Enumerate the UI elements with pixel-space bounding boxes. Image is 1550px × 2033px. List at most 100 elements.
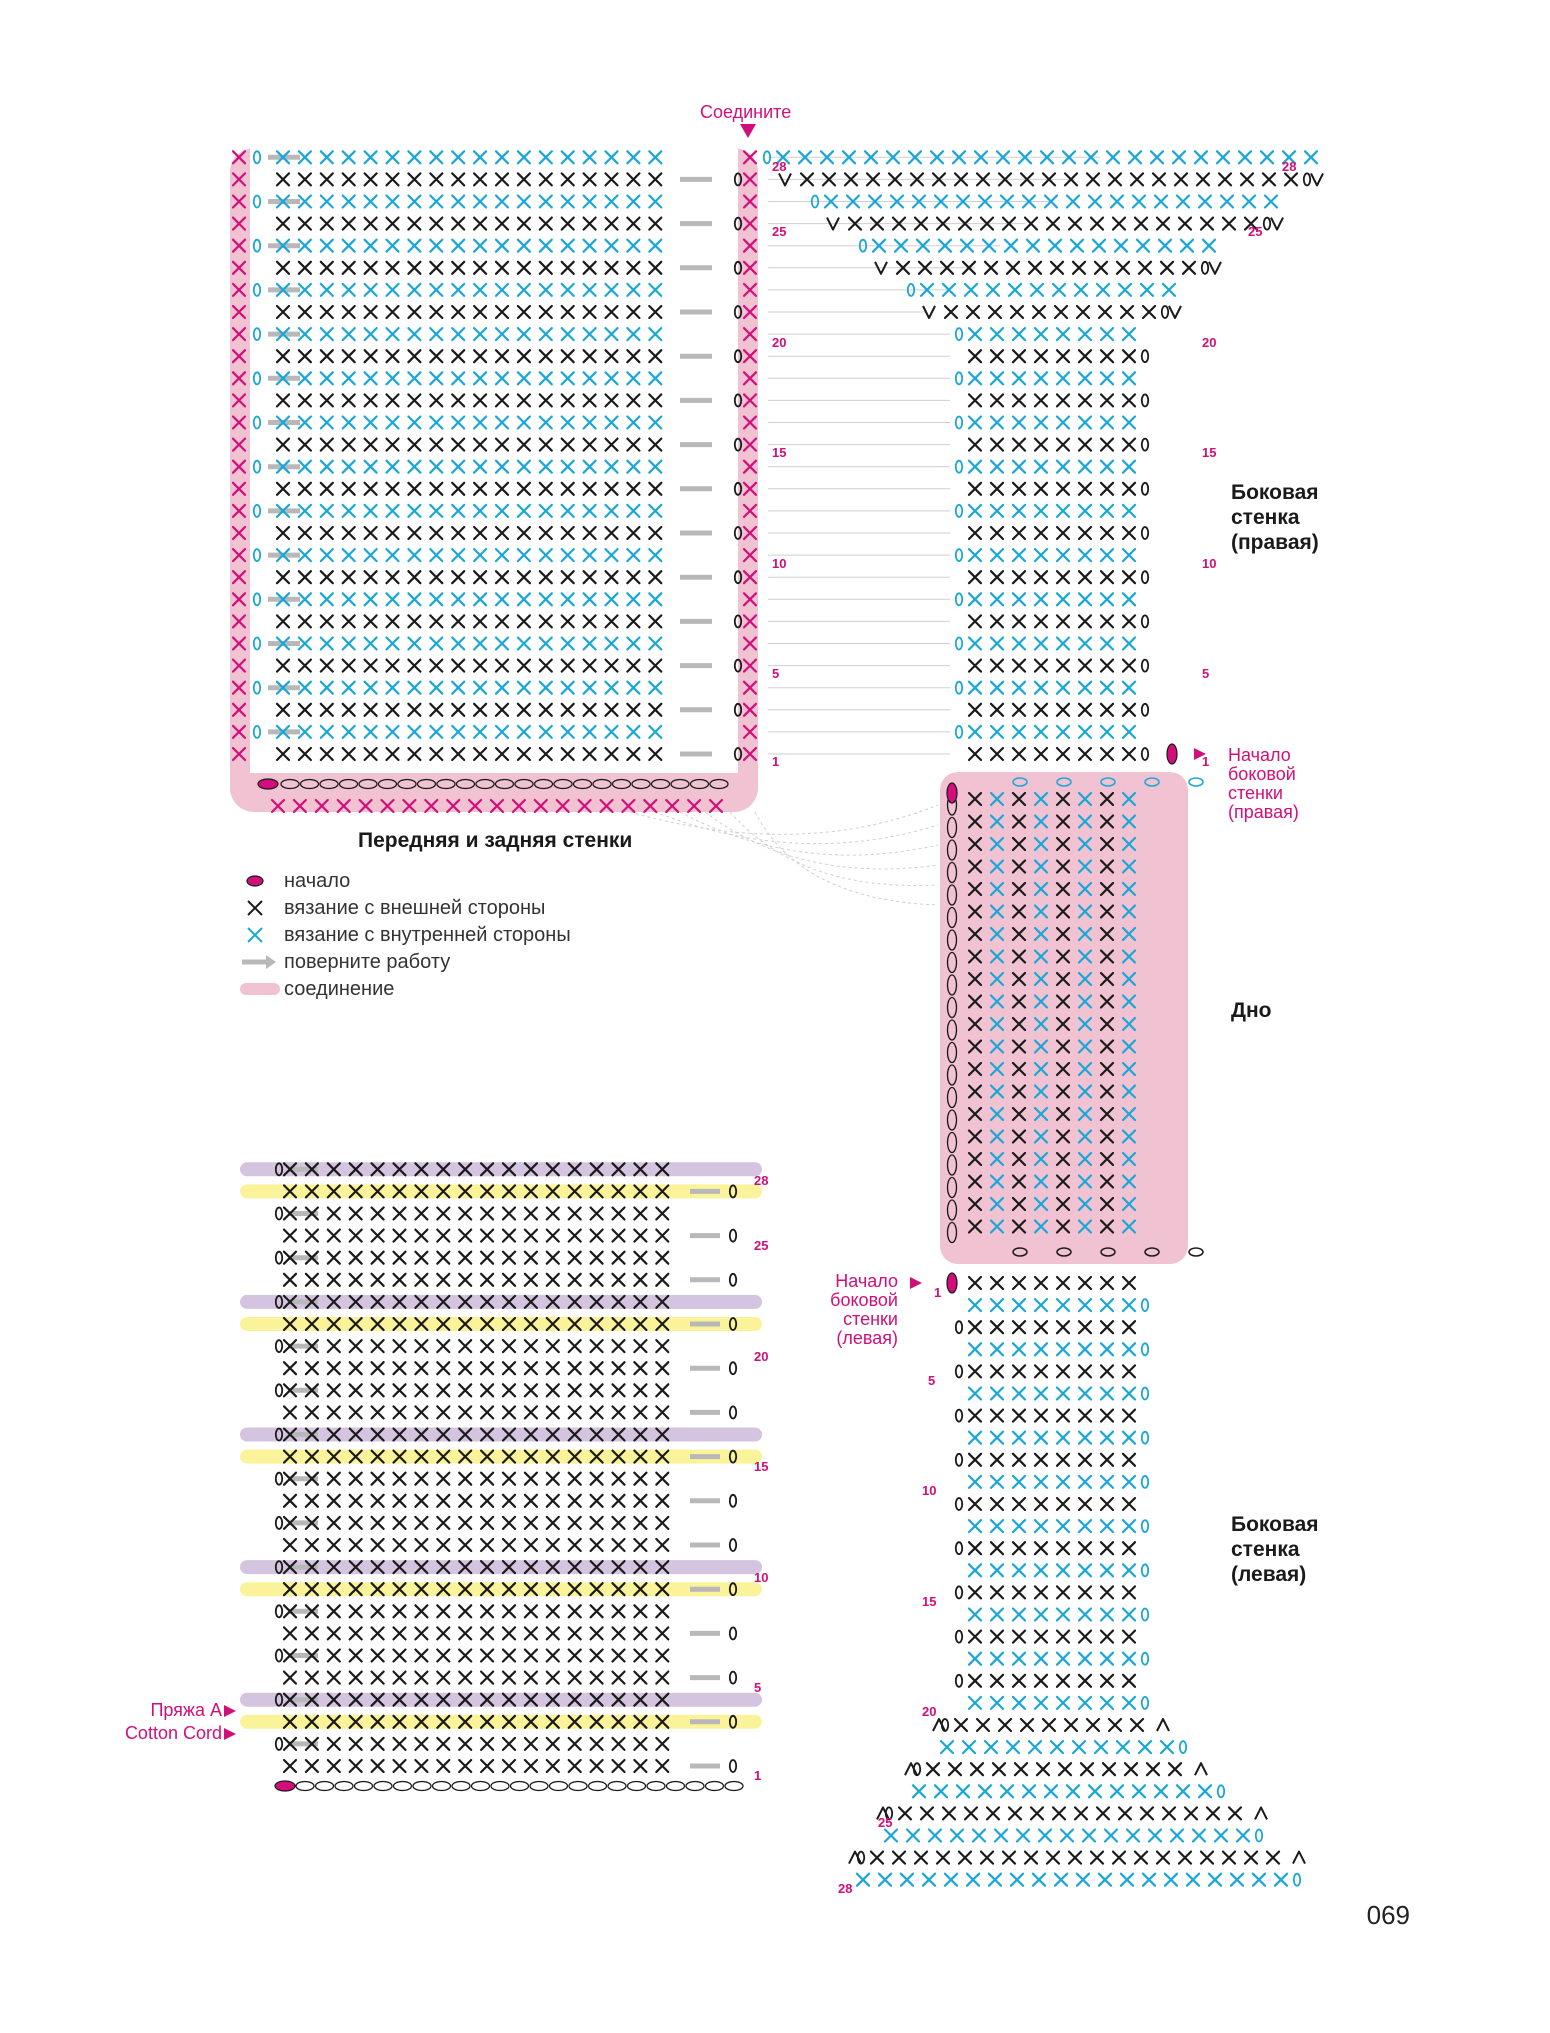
stitch-x (648, 349, 663, 364)
stitch-x (929, 150, 945, 165)
stitch-x (538, 327, 553, 342)
row-num: 5 (928, 1373, 936, 1388)
stitch-x (1033, 1196, 1049, 1212)
stitch-x (1077, 1016, 1093, 1032)
stitch-x (385, 393, 400, 408)
stitch-x (231, 592, 247, 607)
stitch-x (458, 1228, 473, 1243)
chain-stitch (353, 1780, 374, 1792)
stitch-x (1111, 1850, 1127, 1865)
stitch-x (1033, 393, 1049, 408)
stitch-x (1055, 1298, 1071, 1313)
stitch-x (633, 1162, 648, 1177)
stitch-x (451, 481, 466, 496)
stitch-x (1121, 1673, 1137, 1688)
stitch-x (655, 1405, 670, 1420)
stitch-x (1121, 949, 1137, 964)
stitch-x (989, 592, 1005, 607)
stitch-x (604, 282, 619, 297)
chain-stitch (650, 778, 671, 790)
stitch-x (626, 481, 641, 496)
stitch-x (451, 216, 466, 231)
stitch-x (1033, 1541, 1049, 1556)
stitch-x (341, 172, 356, 187)
stitch-x (1073, 282, 1089, 297)
stitch-x (275, 260, 291, 275)
stitch-x (1117, 1806, 1133, 1821)
stitch-x (959, 238, 975, 253)
stitch-x (231, 481, 247, 496)
row-num: 25 (878, 1815, 893, 1830)
stitch-x (560, 304, 575, 320)
chain-stitch (548, 1780, 569, 1792)
chain-stitch (626, 1780, 647, 1792)
stitch-x (1071, 1740, 1087, 1755)
stitch-x (655, 1692, 670, 1707)
stitch-x (1055, 1320, 1071, 1335)
stitch-x (1099, 1151, 1115, 1167)
stitch-x (370, 1736, 385, 1751)
stitch-x (516, 746, 531, 762)
stitch-x (577, 798, 592, 814)
stitch-x (589, 1537, 604, 1553)
stitch-x (742, 393, 758, 408)
stitch-x (275, 746, 291, 762)
stitch-x (1033, 1386, 1049, 1401)
stitch-x (458, 1560, 473, 1575)
stitch-x (1141, 1872, 1157, 1887)
stitch-x (1241, 194, 1257, 209)
stitch-x (429, 459, 444, 474)
stitch-x (523, 1626, 538, 1641)
stitch-x (407, 658, 422, 673)
stitch-x (633, 1383, 648, 1398)
stitch-x (480, 1582, 495, 1597)
stitch-x (1077, 1519, 1093, 1534)
stitch-x (1099, 371, 1115, 386)
stitch-x (231, 636, 247, 651)
stitch-x (1055, 1430, 1071, 1445)
chain-stitches (280, 777, 1204, 1792)
stitch-x (501, 1692, 517, 1707)
stitch-x (1077, 971, 1093, 987)
stitch-x (604, 349, 619, 364)
stitch-x (304, 1449, 319, 1464)
stitch-x (1011, 1196, 1027, 1212)
stitch-x (1077, 415, 1093, 430)
stitch-x (967, 437, 983, 452)
start-left-line: (левая) (836, 1328, 898, 1348)
stitch-x (1019, 172, 1035, 187)
stitch-x (1021, 194, 1037, 209)
stitch-x (341, 459, 356, 474)
stitch-x (989, 327, 1005, 342)
stitch-x (1077, 1541, 1093, 1556)
stitch-x (523, 1493, 538, 1508)
stitch-x (348, 1294, 363, 1309)
stitch-x (480, 1493, 495, 1508)
chain-stitch (946, 1064, 958, 1086)
stitch-x (414, 1758, 429, 1774)
stitch-x (501, 1383, 517, 1398)
stitch-x (1033, 570, 1049, 585)
stitch-x (919, 282, 935, 297)
stitch-x (967, 1275, 983, 1291)
start-dot (257, 778, 279, 790)
stitch-x (1055, 1563, 1071, 1578)
stitch-x (341, 437, 356, 452)
stitch-x (626, 746, 641, 762)
stitch-x (501, 1670, 517, 1685)
stitch-x (516, 724, 531, 739)
stitch-x (967, 994, 983, 1009)
stitch-x (348, 1383, 363, 1398)
stitch-x (1121, 503, 1137, 518)
black-x-icon (240, 897, 270, 919)
yarn-stripe-a (240, 1162, 762, 1177)
stitch-x (1121, 614, 1137, 629)
turning-chain (733, 526, 743, 540)
stitch-x (341, 327, 356, 342)
stitch-x (865, 172, 881, 187)
stitch-x (989, 1174, 1005, 1189)
row-num: 28 (754, 1173, 769, 1188)
stitch-x (1055, 1474, 1071, 1489)
turning-chain (728, 1582, 738, 1597)
stitch-x (1055, 1151, 1071, 1167)
